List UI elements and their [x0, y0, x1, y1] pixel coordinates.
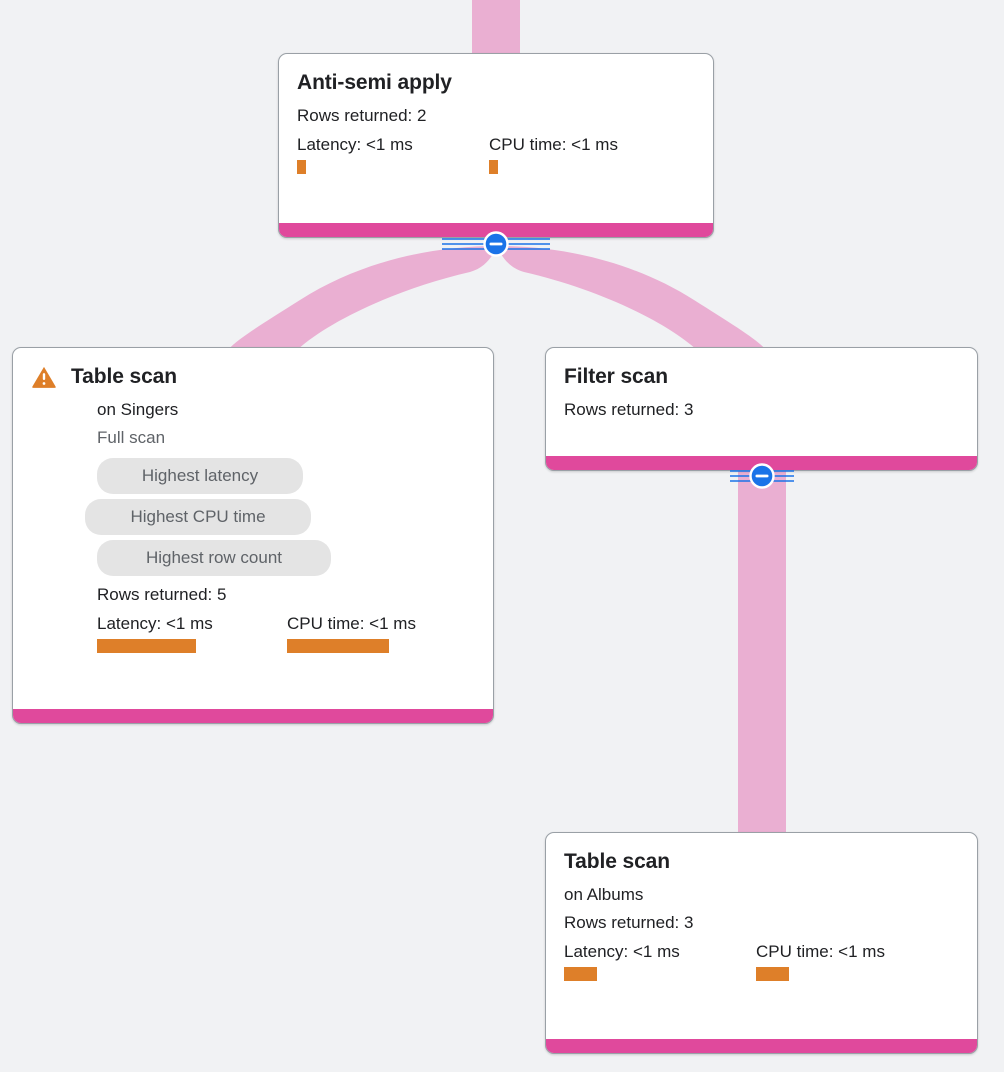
node-status-bar	[279, 223, 713, 237]
node-subtitle: on Singers	[97, 400, 179, 419]
node-badges: Highest latency Highest CPU time Highest…	[31, 458, 475, 576]
metric-cpu: CPU time: <1 ms	[287, 613, 416, 653]
minus-icon	[489, 242, 503, 246]
metric-latency: Latency: <1 ms	[297, 134, 489, 174]
node-subtitle: on Albums	[564, 885, 644, 904]
metric-latency-bar	[564, 967, 597, 981]
node-metrics: Latency: <1 ms CPU time: <1 ms	[297, 134, 695, 174]
node-body: Table scan on Albums Rows returned: 3 La…	[546, 833, 977, 991]
node-title-row: Table scan	[31, 364, 475, 390]
node-scan-type: Full scan	[97, 428, 166, 447]
node-title-row: Anti-semi apply	[297, 70, 695, 96]
metric-latency: Latency: <1 ms	[97, 613, 287, 653]
toggle-filter-scan[interactable]	[729, 462, 795, 490]
metric-cpu-bar	[489, 160, 498, 174]
node-metrics: Latency: <1 ms CPU time: <1 ms	[564, 941, 959, 981]
metric-cpu-label: CPU time: <1 ms	[489, 135, 618, 154]
metric-cpu-label: CPU time: <1 ms	[756, 942, 885, 961]
node-body: Anti-semi apply Rows returned: 2 Latency…	[279, 54, 713, 184]
node-details: on Singers Full scan	[31, 396, 475, 452]
node-status-bar	[546, 1039, 977, 1053]
node-status-bar	[13, 709, 493, 723]
node-title-row: Filter scan	[564, 364, 959, 390]
metric-cpu-bar	[287, 639, 389, 653]
node-body: Table scan on Singers Full scan Highest …	[13, 348, 493, 663]
metric-cpu: CPU time: <1 ms	[756, 941, 885, 981]
plan-node-table-scan-singers[interactable]: Table scan on Singers Full scan Highest …	[12, 347, 494, 724]
node-status-bar	[546, 456, 977, 470]
node-title: Table scan	[564, 850, 670, 873]
rows-returned: Rows returned: 5	[97, 585, 227, 604]
rows-returned: Rows returned: 3	[564, 913, 694, 932]
edge-antisemi-to-filterscan	[497, 246, 766, 350]
node-title-row: Table scan	[564, 849, 959, 875]
plan-node-table-scan-albums[interactable]: Table scan on Albums Rows returned: 3 La…	[545, 832, 978, 1054]
plan-node-filter-scan[interactable]: Filter scan Rows returned: 3	[545, 347, 978, 471]
edge-incoming-top	[472, 0, 520, 58]
metric-cpu: CPU time: <1 ms	[489, 134, 618, 174]
minus-icon	[755, 474, 769, 478]
rows-returned: Rows returned: 2	[297, 106, 427, 125]
node-body: Filter scan Rows returned: 3	[546, 348, 977, 434]
metric-cpu-label: CPU time: <1 ms	[287, 614, 416, 633]
badge-highest-row-count: Highest row count	[97, 540, 331, 576]
edge-filterscan-to-albums	[738, 468, 786, 840]
warning-icon	[32, 366, 56, 388]
badge-highest-cpu-time: Highest CPU time	[85, 499, 311, 535]
metric-latency-label: Latency: <1 ms	[297, 135, 413, 154]
metric-latency-bar	[97, 639, 196, 653]
metric-latency-bar	[297, 160, 306, 174]
edge-antisemi-to-singers	[228, 246, 497, 350]
rows-returned: Rows returned: 3	[564, 400, 694, 419]
metric-latency-label: Latency: <1 ms	[564, 942, 680, 961]
metric-latency: Latency: <1 ms	[564, 941, 756, 981]
plan-node-anti-semi-apply[interactable]: Anti-semi apply Rows returned: 2 Latency…	[278, 53, 714, 238]
node-title: Table scan	[71, 365, 177, 388]
toggle-anti-semi-apply[interactable]	[441, 230, 551, 258]
metric-latency-label: Latency: <1 ms	[97, 614, 213, 633]
badge-highest-latency: Highest latency	[97, 458, 303, 494]
metric-cpu-bar	[756, 967, 789, 981]
node-title: Filter scan	[564, 365, 668, 388]
node-metrics: Latency: <1 ms CPU time: <1 ms	[31, 613, 475, 653]
node-title: Anti-semi apply	[297, 71, 452, 94]
